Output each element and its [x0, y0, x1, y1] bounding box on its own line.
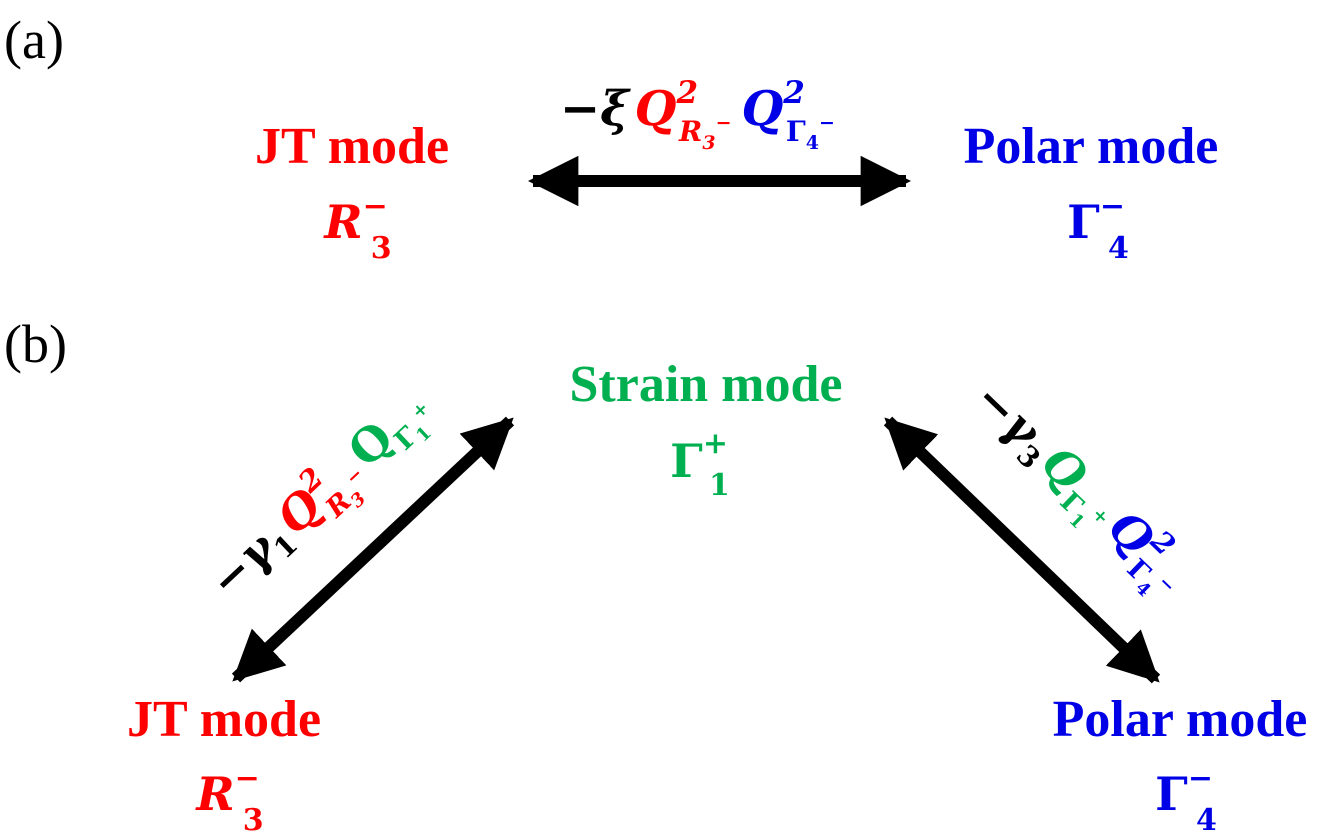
panel-a-polar-irrep: Γ−4 [1067, 189, 1129, 266]
panel-b-strain-irrep: Γ+1 [670, 426, 730, 503]
panel-a-jt-mode-label: JT mode [255, 118, 449, 175]
panel-b: (b) Strain mode Γ+1 JT mode R−3 Polar mo… [4, 314, 1307, 834]
panel-a-jt-irrep: R−3 [322, 189, 391, 266]
panel-a-label: (a) [4, 10, 64, 70]
panel-b-right-double-arrow [883, 416, 1161, 684]
panel-b-label: (b) [4, 314, 67, 374]
panel-b-left-coupling-term: −γ1Q2R3−QΓ1+ [195, 375, 449, 620]
panel-b-polar-irrep: Γ−4 [1155, 761, 1217, 834]
panel-b-left-double-arrow [231, 416, 515, 683]
panel-b-strain-mode-label: Strain mode [570, 356, 843, 413]
panel-b-jt-mode-label: JT mode [127, 691, 321, 748]
panel-a-polar-mode-label: Polar mode [964, 118, 1219, 175]
panel-b-right-coupling-term: −γ3QΓ1+Q2Γ4− [953, 367, 1203, 611]
panel-b-polar-mode-label: Polar mode [1053, 691, 1308, 748]
panel-b-jt-irrep: R−3 [194, 761, 263, 834]
